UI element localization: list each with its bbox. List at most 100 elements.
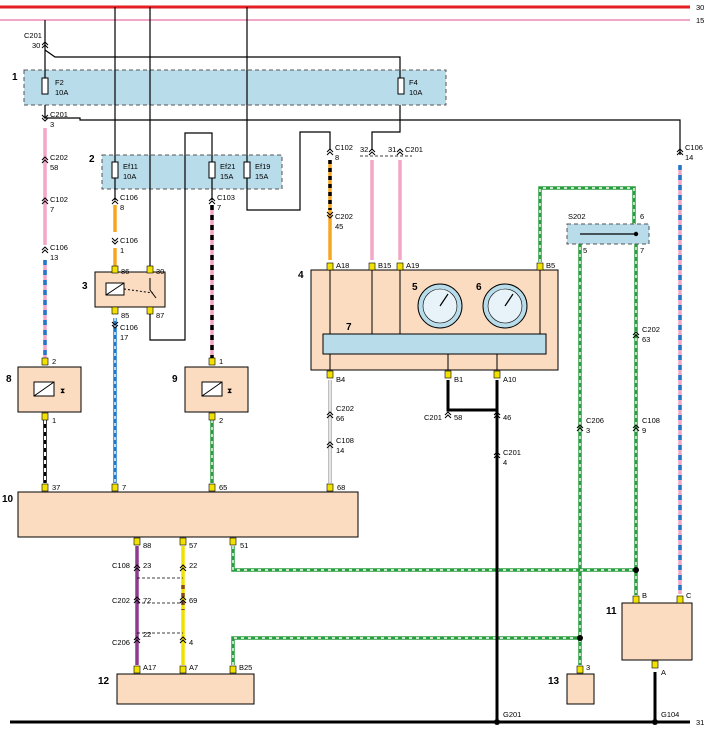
- conn-s202: S202: [568, 212, 586, 221]
- conn-c106-17: C106: [120, 323, 138, 332]
- conn-c106-14: C106: [685, 143, 703, 152]
- conn-c103-7-pin: 7: [217, 203, 221, 212]
- conn-c106-13-pin: 13: [50, 253, 58, 262]
- conn-c106-8: C106: [120, 193, 138, 202]
- conn-c102-8: C102: [335, 143, 353, 152]
- conn-s202-6: 6: [640, 212, 644, 221]
- conn-c201-4-pin: 4: [503, 458, 507, 467]
- fuse-f2-rating: 10A: [55, 88, 68, 97]
- conn-c202-66: C202: [336, 404, 354, 413]
- conn-c206-22-pin: 22: [143, 630, 151, 639]
- component-13-label: 13: [548, 676, 560, 687]
- fuse-block-1: [23, 69, 447, 106]
- conn-c108-9: C108: [642, 416, 660, 425]
- splice-dot-580: [577, 635, 583, 641]
- connector-chevrons: [41, 41, 684, 644]
- cluster-internal-wires: [329, 270, 541, 370]
- conn-c202-58-pin: 58: [50, 163, 58, 172]
- pin-10-68: 68: [337, 483, 345, 492]
- component-7-bar: [322, 333, 547, 355]
- pin-8-2: 2: [52, 357, 56, 366]
- pin-10-37: 37: [52, 483, 60, 492]
- conn-c202-72: C202: [112, 596, 130, 605]
- component-12-label: 12: [98, 676, 110, 687]
- conn-c201-58-pin: 58: [454, 413, 462, 422]
- conn-c201-30: C201: [24, 31, 42, 40]
- fuse-ef21-rating: 15A: [220, 172, 233, 181]
- conn-c108-23-pin: 23: [143, 561, 151, 570]
- fuse-ef11-label: Ef11: [123, 162, 138, 171]
- conn-c106-1: C106: [120, 236, 138, 245]
- component-10-label: 10: [2, 494, 14, 505]
- conn-s202-5: 5: [583, 246, 587, 255]
- component-7-label: 7: [346, 322, 352, 333]
- fuse-f4-rating: 10A: [409, 88, 422, 97]
- conn-c201-3: C201: [50, 110, 68, 119]
- pin-8-1: 1: [52, 416, 56, 425]
- conn-c201-4: C201: [503, 448, 521, 457]
- conn-c201-58: C201: [424, 413, 442, 422]
- bus-31-label: 31: [696, 718, 704, 727]
- pin-11-a: A: [661, 668, 666, 677]
- pin-12-b25: B25: [239, 663, 252, 672]
- ground-g104: G104: [661, 710, 679, 719]
- pin-12-a17: A17: [143, 663, 156, 672]
- ground-g201: G201: [503, 710, 521, 719]
- fuse-ef21-icon: [208, 161, 216, 179]
- splice-s202-dot: [633, 231, 639, 237]
- supply-wires: [44, 7, 681, 341]
- pin-3-30: 30: [156, 267, 164, 276]
- gauge-5-needle: [439, 293, 449, 307]
- pin-12-a7: A7: [189, 663, 198, 672]
- actuator-8-slash: [33, 381, 55, 397]
- pin-4-b5: B5: [546, 261, 555, 270]
- relay-link-dash: [123, 288, 154, 294]
- wire-green-white-b5: [231, 186, 638, 665]
- wire-black-b1: [446, 380, 497, 412]
- conn-c202-45: C202: [335, 212, 353, 221]
- conn-c202-72-pin: 72: [143, 596, 151, 605]
- conn-c202-45-pin: 45: [335, 222, 343, 231]
- conn-c106-1-pin: 1: [120, 246, 124, 255]
- bus-15-label: 15: [696, 16, 704, 25]
- pin-4-b4: B4: [336, 375, 345, 384]
- relay-switch-icon: [149, 278, 157, 299]
- fuse-ef19-icon: [243, 161, 251, 179]
- fuse-f4-label: F4: [409, 78, 418, 87]
- conn-pin32: 32: [360, 145, 368, 154]
- actuator-9-slash: [201, 381, 223, 397]
- conn-c102-8-pin: 8: [335, 153, 339, 162]
- fuse-ef11-rating: 10A: [123, 172, 136, 181]
- component-4-label: 4: [298, 270, 304, 281]
- pin-4-a18: A18: [336, 261, 349, 270]
- pin-3-86: 86: [121, 267, 129, 276]
- conn-pin46: 46: [503, 413, 511, 422]
- conn-c106-13: C106: [50, 243, 68, 252]
- component-13-box: [566, 673, 595, 705]
- fuse-ef19-rating: 15A: [255, 172, 268, 181]
- component-8-label: 8: [6, 374, 12, 385]
- conn-c202-63: C202: [642, 325, 660, 334]
- relay-coil-slash: [105, 282, 125, 296]
- pin-10-51: 51: [240, 541, 248, 550]
- component-10-box: [17, 491, 359, 538]
- conn-c108-14-pin: 14: [336, 446, 344, 455]
- conn-c202-58: C202: [50, 153, 68, 162]
- component-12-box: [116, 673, 255, 705]
- pin-11-b: B: [642, 591, 647, 600]
- component-5-label: 5: [412, 282, 418, 293]
- pin-4-a10: A10: [503, 375, 516, 384]
- conn-pin69: 69: [189, 596, 197, 605]
- pin-13-3: 3: [586, 663, 590, 672]
- connector-dash-lines: [137, 155, 497, 634]
- valve-9-icon: ⧗: [227, 386, 233, 395]
- fuse-ef21-label: Ef21: [220, 162, 235, 171]
- pin-10-65: 65: [219, 483, 227, 492]
- conn-c206-22: C206: [112, 638, 130, 647]
- fuse-block-2: [101, 154, 283, 190]
- pin-9-1: 1: [219, 357, 223, 366]
- conn-pin22a: 22: [189, 561, 197, 570]
- pin-11-c: C: [686, 591, 692, 600]
- conn-c102-7: C102: [50, 195, 68, 204]
- conn-c106-14-pin: 14: [685, 153, 693, 162]
